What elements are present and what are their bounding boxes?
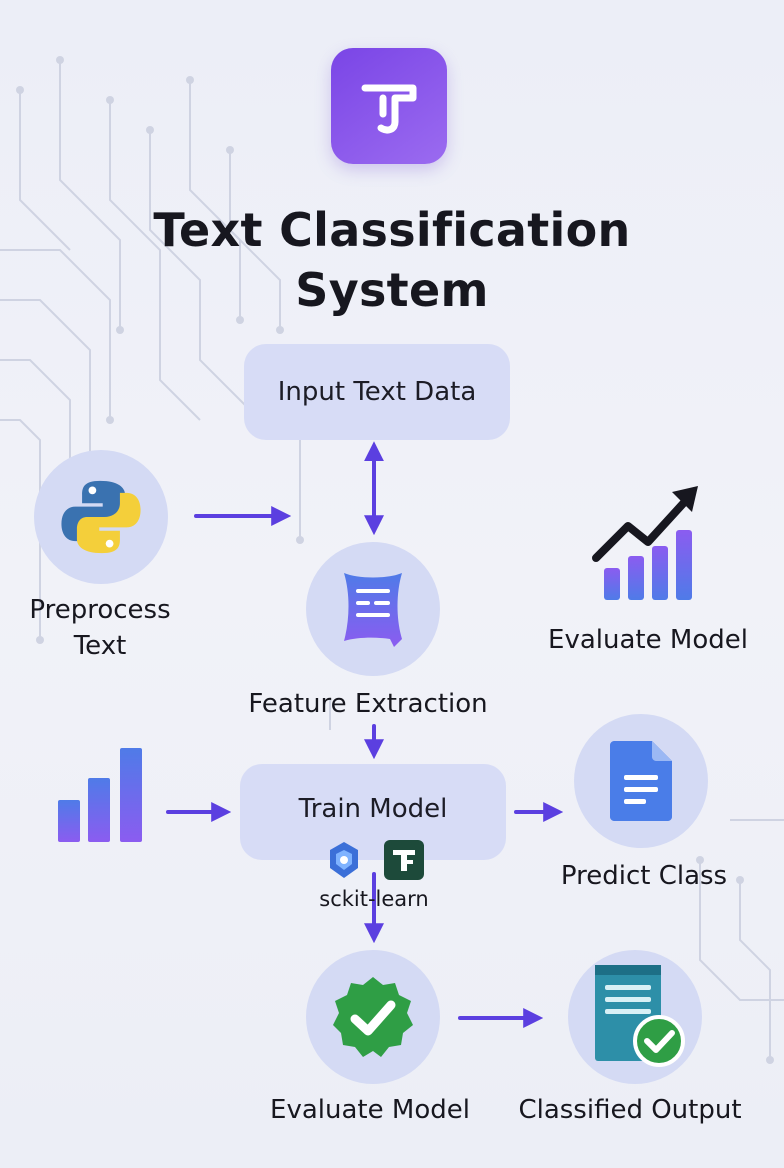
- predict-class-circle: [574, 714, 708, 848]
- train-model-label: Train Model: [298, 794, 448, 824]
- page-title: Text Classification System: [153, 203, 631, 317]
- classified-output-circle: [568, 950, 702, 1084]
- evaluate-model-bottom-circle: [306, 950, 440, 1084]
- input-text-data-label: Input Text Data: [277, 377, 477, 407]
- t-letter-logo-icon: [361, 84, 417, 134]
- growth-chart-icon: [592, 486, 698, 600]
- evaluate-model-bottom-label: Evaluate Model: [270, 1095, 470, 1125]
- google-doc-icon: [610, 741, 672, 821]
- checked-document-icon: [595, 965, 685, 1067]
- preprocess-label: Preprocess Text: [29, 595, 171, 661]
- input-text-data-node: Input Text Data: [244, 344, 510, 440]
- library-label: sckit-learn: [319, 887, 429, 911]
- classified-output-label: Classified Output: [518, 1095, 742, 1125]
- tensorflow-logo-icon: [384, 840, 424, 880]
- sklearn-logo-icon: [330, 842, 358, 878]
- train-model-node: Train Model: [240, 764, 506, 860]
- check-badge-icon: [333, 977, 413, 1057]
- feature-extraction-label: Feature Extraction: [248, 689, 488, 719]
- app-logo: [331, 48, 447, 164]
- evaluate-model-top-label: Evaluate Model: [548, 625, 748, 655]
- feature-extraction-circle: [306, 542, 440, 676]
- preprocess-circle: [34, 450, 168, 584]
- bar-chart-icon: [58, 748, 142, 842]
- document-list-icon: [344, 573, 402, 647]
- python-logo-icon: [61, 480, 141, 554]
- predict-class-label: Predict Class: [560, 861, 728, 891]
